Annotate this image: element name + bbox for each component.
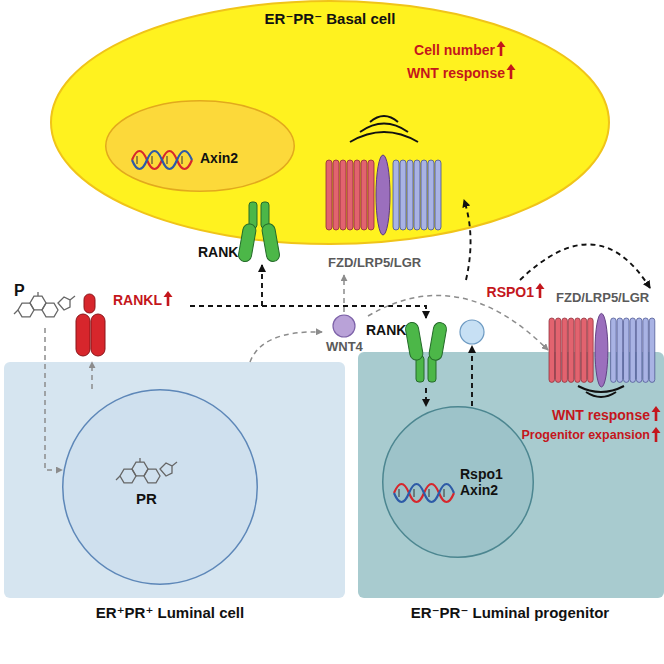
dashed-arrow [250,332,322,362]
receptor-label: RANK [198,244,238,260]
cell-shape [4,362,345,598]
increase-arrow [164,291,173,306]
hormone-label: P [14,282,25,300]
text-holder: Axin2 [200,150,238,166]
cell: ER⁺PR⁺ Luminal cellPR [4,362,345,598]
increase-arrow [497,41,506,56]
rank-receptor [237,202,280,263]
receptor-label: RANK [366,322,406,338]
cell-name: ER⁺PR⁺ Luminal cell [96,604,244,621]
effect-label: WNT response [407,65,505,81]
gene-label: Axin2 [200,150,238,166]
text-holder: P [14,282,25,300]
receptor-label: FZD/LRP5/LGR [556,291,649,306]
dashed-arrow [425,388,427,406]
progesterone-molecule [116,458,177,483]
ligand-label: RANKL [113,292,162,308]
cell-name: ER⁻PR⁻ Basal cell [265,10,396,27]
increase-arrow [536,283,545,298]
rspo1-protein [460,320,484,344]
text-holder: FZD/LRP5/LGR [556,291,649,306]
dashed-arrow [190,265,262,306]
gene-label: Rspo1 Axin2 [460,466,510,498]
ligand-label: RSPO1 [487,284,534,300]
effect-label: WNT response [552,407,650,423]
increase-arrow [652,427,661,442]
basal-receptor [326,116,441,235]
progenitor-receptor [549,313,655,397]
dna-helix [394,484,454,502]
text-holder: WNT4 [326,340,363,355]
dashed-arrow [91,362,93,389]
text-holder: RANK [198,244,238,260]
dashed-arrow [45,328,62,470]
text-holder: PR [136,490,157,507]
dashed-arrow [190,306,426,318]
nucleus-outline [105,100,295,192]
text-holder: ER⁺PR⁺ Luminal cell [96,604,244,621]
dashed-arrow [368,295,548,350]
progesterone-molecule [14,292,75,317]
text-holder: ER⁻PR⁻ Basal cell [265,10,396,27]
text-holder: WNT response [552,407,650,423]
nucleus: Rspo1 Axin2 [382,406,534,558]
nucleus-outline [62,389,258,585]
nucleus-shape [106,101,295,192]
text-holder: RSPO1 [487,284,534,300]
text-holder: WNT response [407,65,505,81]
effect-label: Progenitor expansion [522,428,651,442]
dashed-arrow [343,275,345,312]
ligand-label: WNT4 [326,340,363,355]
nucleus: PR [62,389,258,585]
receptor-label: PR [136,490,157,507]
cell-shape [51,1,609,244]
text-holder: Cell number [414,42,495,58]
nucleus-shape [383,407,534,558]
text-holder: FZD/LRP5/LGR [328,256,421,271]
nucleus-shape [63,390,258,585]
effect-label: Cell number [414,42,495,58]
text-holder: RANKL [113,292,162,308]
increase-arrow [507,64,516,79]
dashed-arrow [471,346,473,406]
text-holder: Progenitor expansion [522,428,651,442]
cell-shape [358,352,664,598]
text-holder: ER⁻PR⁻ Luminal progenitor [411,604,609,621]
nucleus-outline [382,406,534,558]
wnt4-protein [333,315,355,337]
nucleus: Axin2 [105,100,295,192]
dashed-arrow [520,244,650,288]
cell-name: ER⁻PR⁻ Luminal progenitor [411,604,609,621]
dna-helix [132,151,192,169]
text-holder: RANK [366,322,406,338]
increase-arrow [652,406,661,421]
dashed-arrow [464,200,471,280]
receptor-label: FZD/LRP5/LGR [328,256,421,271]
text-holder: Rspo1 Axin2 [460,466,510,498]
rankl-ligand [76,294,105,356]
rank-receptor [404,321,447,382]
